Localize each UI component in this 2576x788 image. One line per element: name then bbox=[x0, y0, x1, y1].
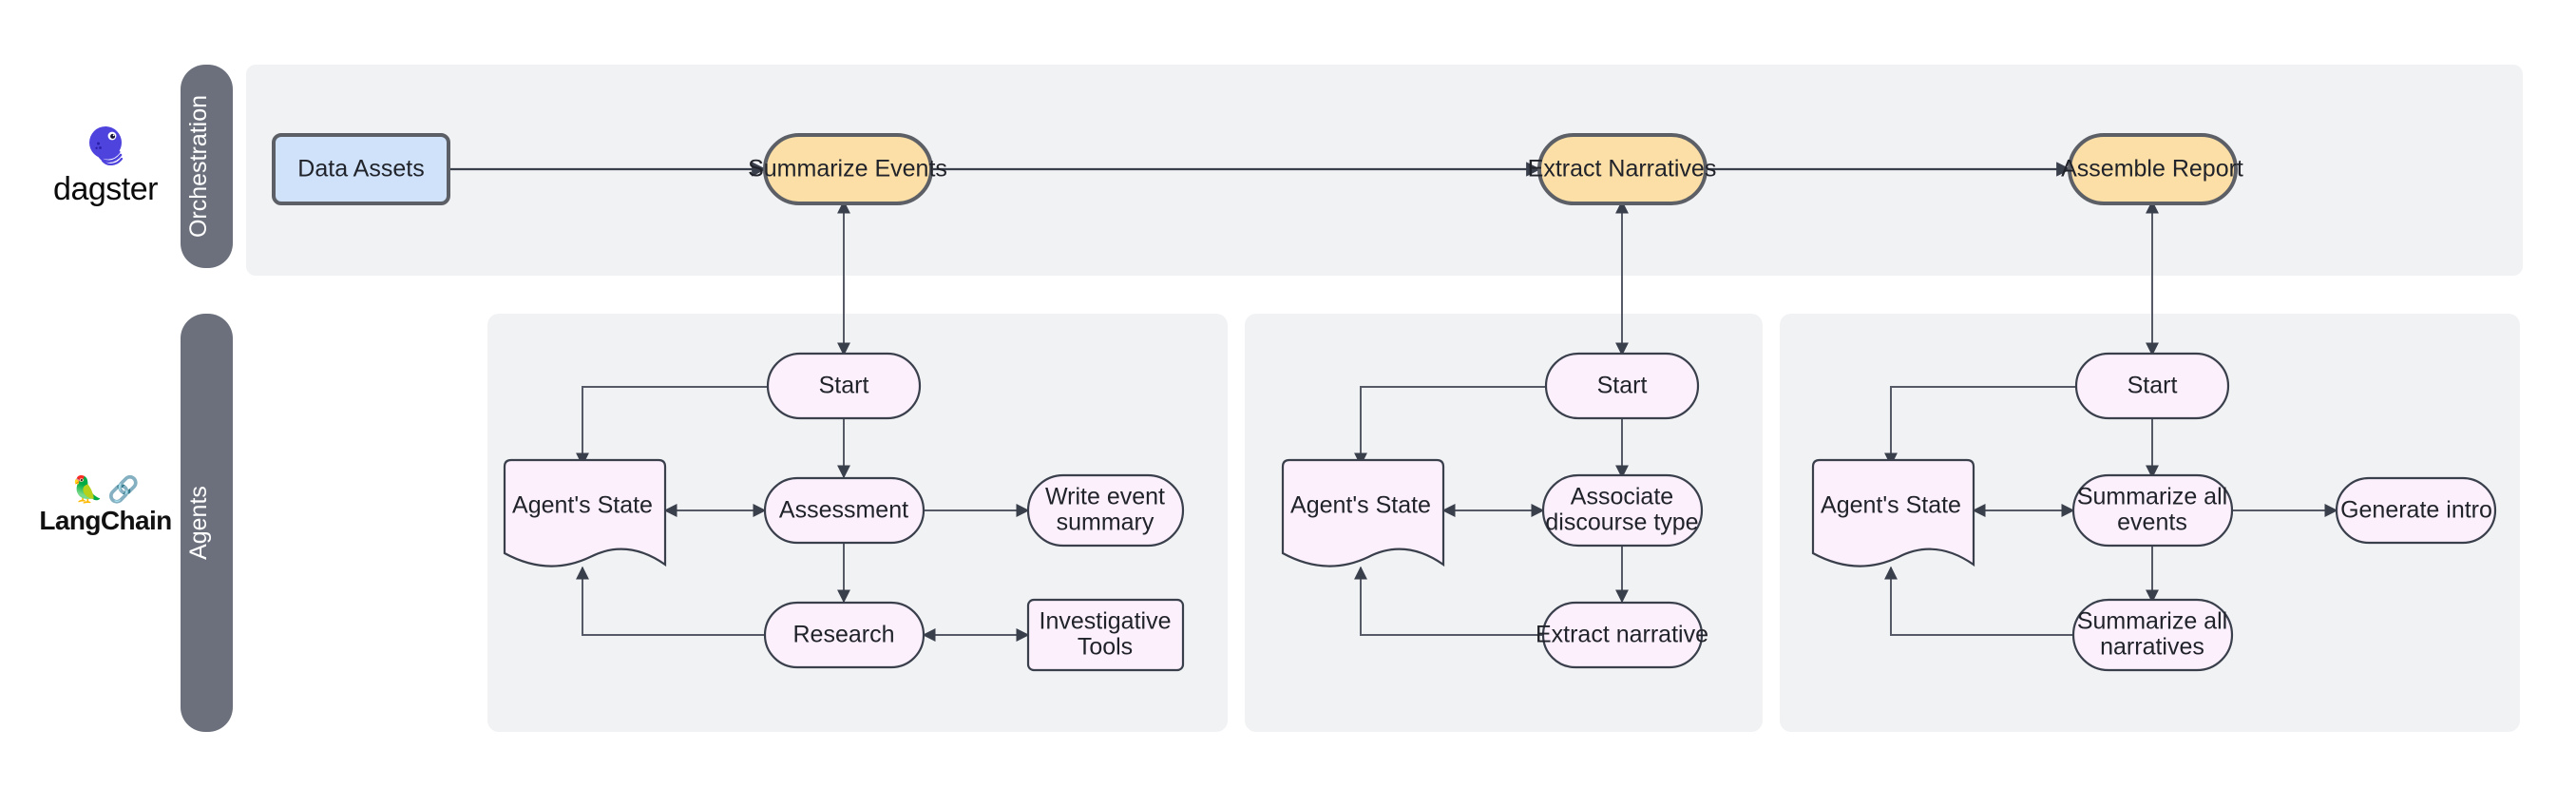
node-label-line-1: Summarize all bbox=[2077, 484, 2227, 510]
node-g1-agents-state[interactable]: Agent's State bbox=[503, 458, 667, 567]
node-label: Extract narrative bbox=[1536, 622, 1708, 648]
node-g2-associate-discourse-type[interactable]: Associate discourse type bbox=[1541, 473, 1704, 548]
node-label-line-2: Tools bbox=[1078, 634, 1133, 661]
node-label: Generate intro bbox=[2340, 497, 2492, 524]
node-label-line-2: events bbox=[2117, 509, 2187, 536]
node-g1-investigative-tools[interactable]: Investigative Tools bbox=[1026, 598, 1185, 672]
node-label: Summarize Events bbox=[748, 156, 947, 183]
node-label-line-2: narratives bbox=[2100, 634, 2204, 661]
chain-link-icon: 🔗 bbox=[107, 474, 140, 504]
node-g1-start[interactable]: Start bbox=[766, 352, 922, 420]
edge-g2-extract-to-state bbox=[1354, 566, 1543, 636]
dagster-wordmark: dagster bbox=[53, 171, 158, 207]
parrot-icon: 🦜 bbox=[71, 474, 104, 504]
node-g2-extract-narrative[interactable]: Extract narrative bbox=[1536, 601, 1708, 669]
lane-label-orchestration: Orchestration bbox=[185, 95, 212, 238]
node-label-line-1: Associate bbox=[1571, 484, 1673, 510]
node-g1-write-event-summary[interactable]: Write event summary bbox=[1026, 473, 1185, 548]
node-label-line-2: discourse type bbox=[1545, 509, 1698, 536]
dagster-whale-icon bbox=[81, 122, 130, 171]
node-label-line-1: Write event bbox=[1045, 484, 1165, 510]
node-summarize-events[interactable]: Summarize Events bbox=[748, 133, 947, 205]
node-data-assets[interactable]: Data Assets bbox=[272, 133, 450, 205]
node-g3-summarize-all-events[interactable]: Summarize all events bbox=[2071, 473, 2234, 548]
lane-label-agents: Agents bbox=[185, 486, 212, 560]
edge-g2-start-to-state bbox=[1354, 386, 1546, 467]
node-label: Assessment bbox=[779, 497, 908, 524]
node-g1-assessment[interactable]: Assessment bbox=[763, 476, 925, 545]
node-g3-summarize-all-narratives[interactable]: Summarize all narratives bbox=[2071, 598, 2234, 672]
langchain-wordmark: LangChain bbox=[39, 506, 172, 535]
node-assemble-report[interactable]: Assemble Report bbox=[2061, 133, 2243, 205]
node-label-line-1: Investigative bbox=[1040, 608, 1172, 635]
node-label: Extract Narratives bbox=[1528, 156, 1717, 183]
node-g2-agents-state[interactable]: Agent's State bbox=[1281, 458, 1445, 567]
node-label: Data Assets bbox=[297, 156, 424, 183]
edge-g3-summarize-narratives-to-state bbox=[1884, 566, 2073, 636]
node-label: Start bbox=[819, 373, 869, 399]
node-g1-research[interactable]: Research bbox=[763, 601, 925, 669]
node-extract-narratives[interactable]: Extract Narratives bbox=[1528, 133, 1717, 205]
node-g2-start[interactable]: Start bbox=[1544, 352, 1700, 420]
node-label: Agent's State bbox=[1290, 492, 1431, 519]
edge-g3-start-to-state bbox=[1884, 386, 2076, 467]
edge-g1-research-to-state bbox=[576, 566, 765, 636]
node-g3-generate-intro[interactable]: Generate intro bbox=[2335, 476, 2497, 545]
node-label: Agent's State bbox=[1821, 492, 1961, 519]
node-label: Start bbox=[2128, 373, 2178, 399]
edge-g1-start-to-state bbox=[576, 386, 768, 467]
node-label: Agent's State bbox=[512, 492, 653, 519]
lane-bar-agents bbox=[181, 314, 233, 732]
node-label-line-2: summary bbox=[1057, 509, 1154, 536]
node-g3-agents-state[interactable]: Agent's State bbox=[1811, 458, 1975, 567]
node-label: Start bbox=[1597, 373, 1648, 399]
node-label: Research bbox=[793, 622, 895, 648]
node-g3-start[interactable]: Start bbox=[2074, 352, 2230, 420]
node-label-line-1: Summarize all bbox=[2077, 608, 2227, 635]
node-label: Assemble Report bbox=[2061, 156, 2243, 183]
langchain-logo: 🦜 🔗 LangChain bbox=[6, 473, 205, 534]
dagster-logo: dagster bbox=[6, 122, 205, 205]
lane-bar-orchestration bbox=[181, 65, 233, 268]
